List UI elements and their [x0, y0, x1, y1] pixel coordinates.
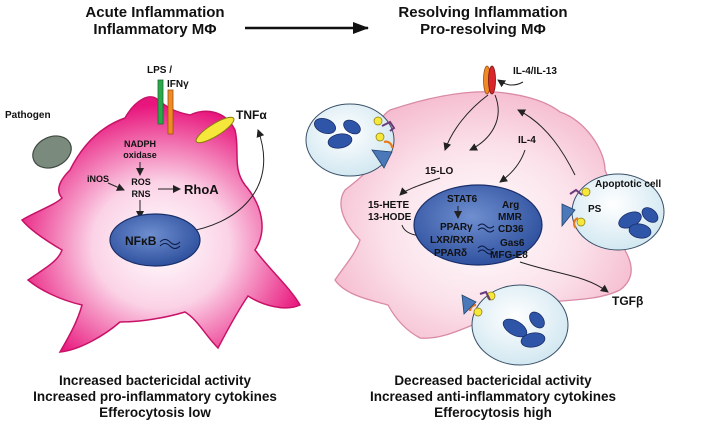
receptor-icon-3: [461, 294, 477, 315]
left-title-line2: Inflammatory MΦ: [93, 21, 216, 38]
label-arg: Arg: [502, 200, 519, 211]
label-lxr-rxr: LXR/RXR: [430, 235, 475, 246]
15lo-hete-arrow: [399, 177, 441, 196]
dna-icon-1: [477, 223, 495, 233]
label-il4: IL-4: [518, 135, 536, 146]
label-ppar-delta: PPARδ: [434, 248, 467, 259]
right-footer-1: Decreased bactericidal activity: [394, 373, 592, 388]
dna-icon: [159, 239, 181, 249]
apoptotic-cell-3: [468, 284, 569, 366]
il4-il13-arrow: [497, 79, 524, 88]
right-title-line1: Resolving Inflammation: [398, 4, 567, 21]
nucleus-inflammatory: [109, 213, 201, 267]
dna-icon-2: [477, 245, 495, 255]
tnf-secretion-arrow: [184, 129, 265, 233]
inos-arrow: [107, 182, 125, 191]
label-lps: LPS /: [147, 65, 172, 76]
label-oxidase: oxidase: [123, 150, 157, 160]
pathogen-icon: [32, 135, 72, 169]
left-footer-3: Efferocytosis low: [99, 405, 211, 420]
receptor-icon-2: [561, 203, 576, 228]
label-ppar-gamma: PPARγ: [440, 222, 473, 233]
apoptotic-cell-2: [569, 173, 665, 251]
label-pathogen: Pathogen: [5, 110, 51, 121]
label-apoptotic-cell: Apoptotic cell: [595, 179, 661, 190]
left-footer-2: Increased pro-inflammatory cytokines: [33, 389, 277, 404]
label-gas6: Gas6: [500, 238, 525, 249]
label-ps: PS: [588, 204, 602, 215]
left-footer-1: Increased bactericidal activity: [59, 373, 252, 388]
nucleus-resolving: [413, 184, 543, 266]
label-stat6: STAT6: [447, 194, 478, 205]
label-15-hete: 15-HETE: [368, 200, 409, 211]
label-15lo: 15-LO: [425, 166, 454, 177]
label-rhoa: RhoA: [184, 182, 219, 197]
label-13-hode: 13-HODE: [368, 212, 412, 223]
label-tnf: TNFα: [236, 108, 267, 122]
label-tgfb: TGFβ: [612, 294, 643, 308]
right-title-line2: Pro-resolving MΦ: [420, 21, 546, 38]
tnf-vesicle-icon: [195, 116, 235, 144]
right-footer-2: Increased anti-inflammatory cytokines: [370, 389, 616, 404]
receptor-stat6-arrow: [443, 94, 489, 151]
label-inos: iNOS: [87, 174, 109, 184]
label-ros: ROS: [131, 177, 151, 187]
label-nfkb: NFκB: [125, 234, 157, 248]
left-title-line1: Acute Inflammation: [85, 4, 224, 21]
label-mfg-e8: MFG-E8: [490, 250, 528, 261]
receptor-icon-1: [371, 149, 393, 169]
label-il4-il13: IL-4/IL-13: [513, 66, 557, 77]
ifn-receptor-icon: [167, 89, 174, 135]
tgfb-secretion-arrow: [519, 261, 609, 293]
il13-receptor-icon: [488, 65, 496, 95]
lps-receptor-icon: [157, 79, 164, 125]
label-ifn: IFNγ: [167, 79, 189, 90]
label-rns: RNS: [131, 189, 150, 199]
label-cd36: CD36: [498, 224, 524, 235]
label-mmr: MMR: [498, 212, 523, 223]
label-nadph: NADPH: [124, 139, 156, 149]
il4-autocrine-arrow: [517, 109, 576, 176]
right-footer-3: Efferocytosis high: [434, 405, 552, 420]
apoptotic-cell-1: [305, 103, 396, 177]
il4-stat6-arrow: [499, 149, 526, 183]
receptor-15lo-arrow: [469, 94, 499, 151]
